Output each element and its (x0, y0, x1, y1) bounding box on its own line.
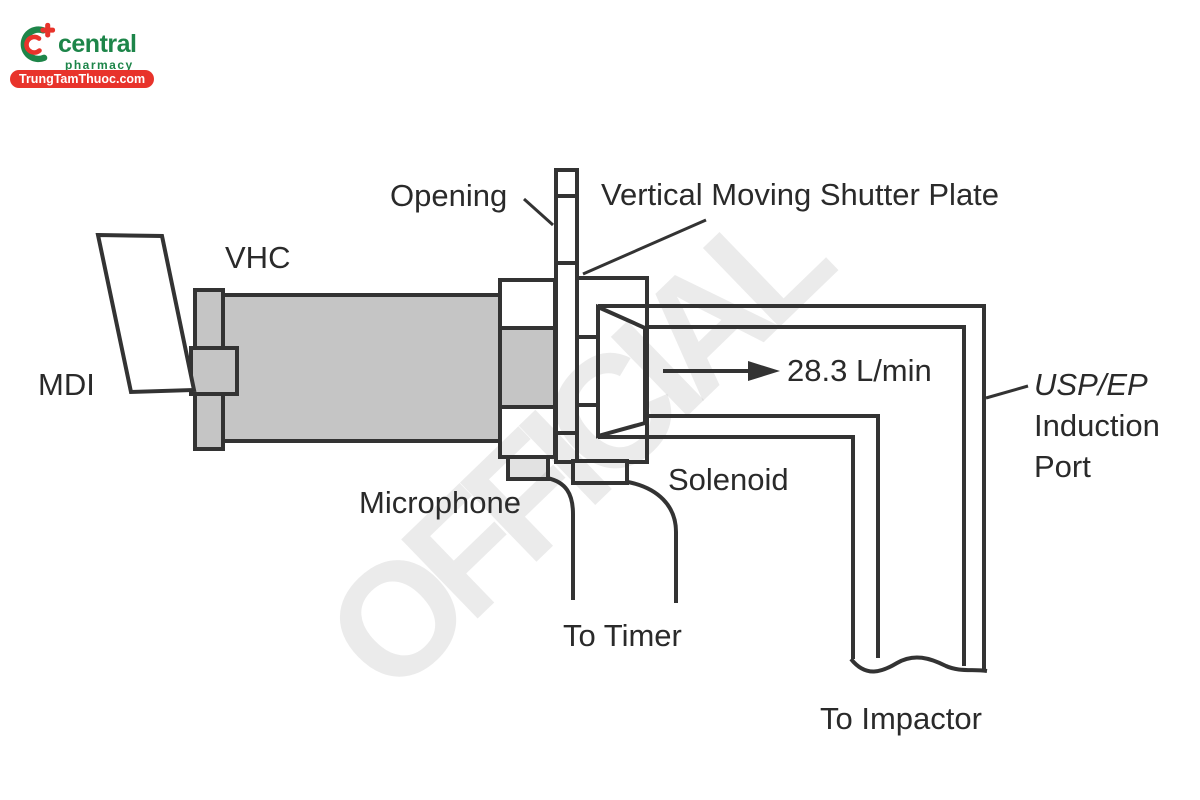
shutter-plate-label: Vertical Moving Shutter Plate (601, 177, 1000, 212)
microphone-label: Microphone (359, 485, 521, 520)
induction-port-label-line1: USP/EP (1034, 367, 1148, 402)
opening-label: Opening (390, 178, 508, 213)
induction-port-leader-line (985, 384, 1029, 400)
mdi-canister (95, 232, 197, 395)
brand-c-icon (20, 22, 56, 63)
induction-port-label: USP/EP Induction Port (1034, 364, 1160, 487)
microphone-box (506, 455, 550, 481)
tube-break-wave (849, 655, 988, 674)
vhc-mouthpiece-socket (189, 346, 239, 396)
brand-tagline: pharmacy (65, 58, 134, 72)
exit-cone (596, 303, 647, 439)
vhc-body (221, 293, 504, 443)
to-impactor-label: To Impactor (820, 701, 982, 736)
shutter-plate-bar (554, 168, 579, 464)
adapter-block-band (498, 326, 557, 409)
tube-outer-bottom-left (598, 435, 855, 659)
tube-inner-bottom-left (645, 414, 880, 658)
solenoid-label: Solenoid (668, 462, 789, 497)
vhc-label: VHC (225, 240, 291, 275)
brand-name: central (58, 30, 137, 58)
to-timer-label: To Timer (563, 618, 682, 653)
solenoid-wire (627, 480, 678, 603)
mdi-label: MDI (38, 367, 95, 402)
opening-leader-line (522, 197, 555, 227)
solenoid-box (571, 459, 629, 485)
plus-icon (40, 22, 56, 38)
tube-inner-top-right (645, 325, 966, 666)
tube-outer-top-right (598, 304, 986, 670)
induction-port-label-line2: Induction (1034, 408, 1160, 443)
microphone-wire (546, 476, 575, 600)
flow-arrow-head (748, 361, 780, 381)
brand-badge: TrungTamThuoc.com (10, 70, 155, 88)
shutter-leader-line (582, 218, 707, 276)
induction-port-label-line3: Port (1034, 449, 1091, 484)
flow-rate-label: 28.3 L/min (787, 353, 932, 388)
